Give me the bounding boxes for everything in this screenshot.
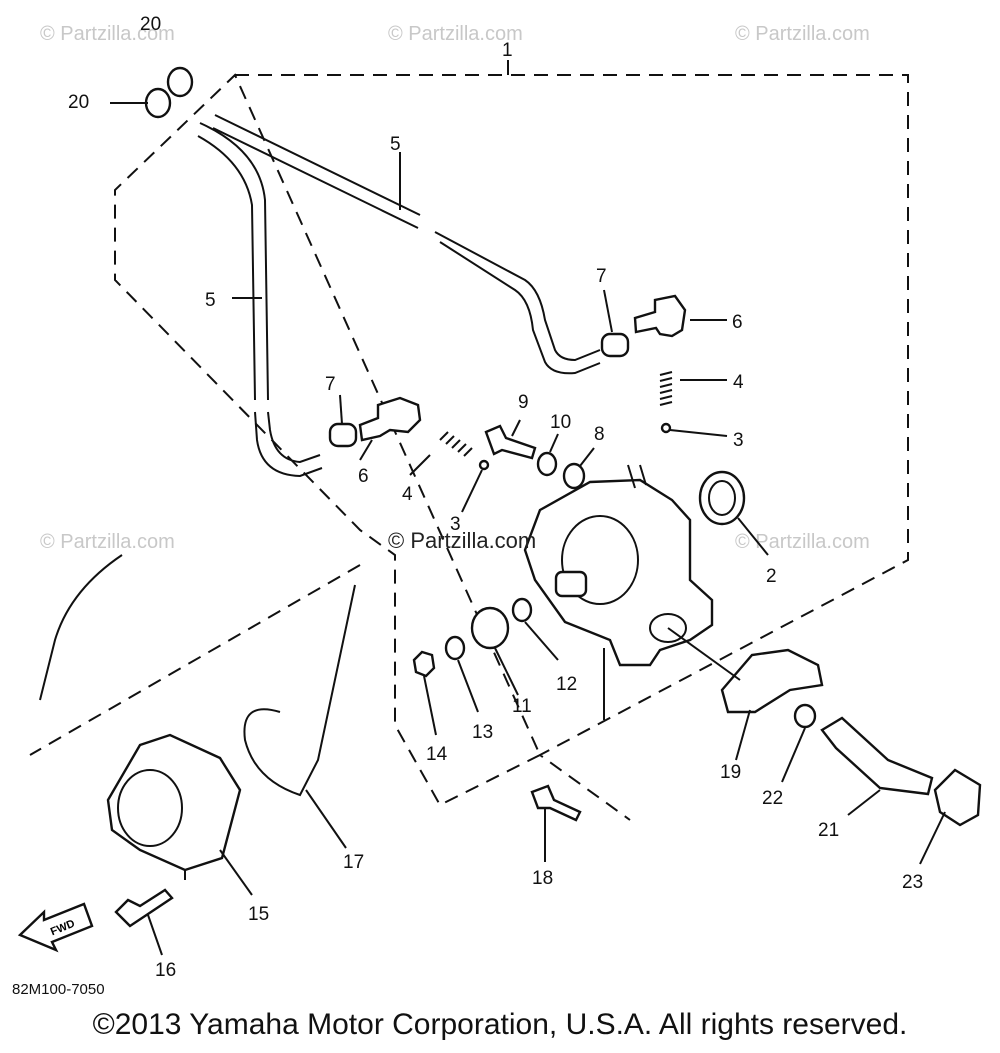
callout-16: 16	[155, 960, 176, 981]
screw	[114, 888, 174, 928]
callout-20: 20	[68, 92, 89, 113]
assembly-outline	[114, 73, 909, 821]
elbow-fitting	[633, 294, 687, 338]
washer	[536, 451, 558, 477]
pump-port	[649, 613, 687, 643]
callout-2: 2	[766, 566, 777, 587]
copyright-notice: ©2013 Yamaha Motor Corporation, U.S.A. A…	[92, 1008, 908, 1041]
callout-9: 9	[518, 392, 529, 413]
drive-shaft	[820, 716, 934, 796]
hose	[212, 114, 601, 375]
check-ball	[660, 422, 672, 434]
control-cable	[39, 554, 123, 701]
pump-cover-dome	[117, 769, 183, 847]
callout-6: 6	[732, 312, 743, 333]
callout-5: 5	[390, 134, 401, 155]
callout-4: 4	[733, 372, 744, 393]
callout-17: 17	[343, 852, 364, 873]
pump-bore	[561, 515, 639, 605]
callout-8: 8	[594, 424, 605, 445]
pump-cover	[106, 733, 242, 872]
callout-5: 5	[205, 290, 216, 311]
callout-15: 15	[248, 904, 269, 925]
watermark: © Partzilla.com	[40, 23, 175, 45]
washer	[562, 462, 586, 490]
callout-7: 7	[325, 374, 336, 395]
callout-14: 14	[426, 744, 448, 765]
oil-seal	[708, 480, 736, 516]
callout-7: 7	[596, 266, 607, 287]
watermark: © Partzilla.com	[735, 23, 870, 45]
cover-outline	[29, 564, 361, 756]
control-cable	[243, 584, 356, 797]
hose-clamp	[328, 422, 358, 448]
leader-lines	[110, 102, 946, 956]
callout-4: 4	[402, 484, 413, 505]
spring	[659, 371, 673, 406]
watermark: © Partzilla.com	[388, 23, 523, 45]
callout-18: 18	[532, 868, 553, 889]
pump-shaft	[554, 570, 588, 598]
pump-nipple	[627, 464, 647, 489]
callout-3: 3	[733, 430, 744, 451]
callout-3: 3	[450, 514, 461, 535]
callout-11: 11	[512, 696, 532, 717]
hose-cap	[144, 66, 194, 119]
elbow-fitting	[358, 396, 422, 442]
pulley-plate	[470, 606, 510, 650]
callout-12: 12	[556, 674, 577, 695]
callout-13: 13	[472, 722, 493, 743]
check-ball	[478, 459, 490, 471]
watermark: © Partzilla.com	[735, 531, 870, 553]
shaft-collar	[933, 768, 982, 827]
callout-22: 22	[762, 788, 783, 809]
spring	[439, 431, 473, 457]
o-ring	[793, 703, 817, 729]
drawing-code: 82M100-7050	[12, 981, 105, 998]
center-watermark: © Partzilla.com	[388, 528, 536, 553]
forward-arrow: FWD	[17, 902, 94, 953]
bolt	[484, 424, 537, 460]
oil-seal	[698, 470, 746, 526]
oil-pump-body	[523, 478, 714, 667]
nut	[412, 650, 436, 678]
callout-10: 10	[550, 412, 571, 433]
callout-23: 23	[902, 872, 923, 893]
callout-19: 19	[720, 762, 741, 783]
bolt	[530, 784, 582, 822]
callout-1: 1	[502, 40, 513, 61]
hose-clamp	[600, 332, 630, 358]
washer	[511, 597, 533, 623]
callout-6: 6	[358, 466, 369, 487]
watermark: © Partzilla.com	[40, 531, 175, 553]
gasket	[720, 648, 824, 714]
hose	[197, 122, 323, 478]
washer	[444, 635, 466, 661]
callout-21: 21	[818, 820, 839, 841]
callout-20: 20	[140, 14, 161, 35]
